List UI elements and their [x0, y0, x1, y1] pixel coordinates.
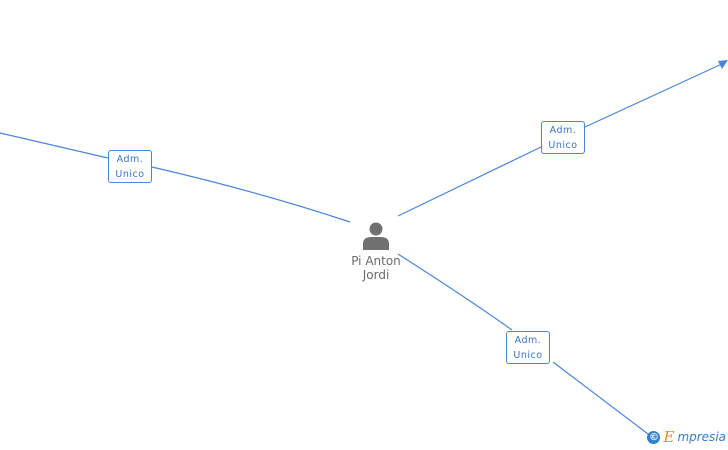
person-icon: [363, 222, 389, 250]
edge-left: [0, 132, 109, 159]
relation-role-type: Unico: [548, 139, 578, 151]
relation-role-type: Unico: [513, 349, 543, 361]
brand-name: mpresia: [677, 430, 726, 444]
arrow-head-top-right: [718, 60, 728, 69]
edge-top-right-inner: [397, 146, 542, 217]
edge-left-inner: [151, 166, 351, 223]
relation-role: Adm.: [549, 124, 577, 136]
copyright-icon: ©: [647, 430, 661, 444]
person-node[interactable]: Pi Anton Jordi: [340, 220, 412, 282]
person-name-line2: Jordi: [362, 268, 390, 282]
person-name: Pi Anton Jordi: [340, 254, 412, 282]
relation-label-left[interactable]: Adm. Unico: [108, 150, 152, 183]
edge-bottom-right-inner: [397, 253, 513, 331]
relation-role: Adm.: [116, 153, 144, 165]
brand-logo-letter: E: [663, 428, 675, 446]
person-name-line1: Pi Anton: [351, 254, 401, 268]
edge-top-right: [584, 62, 725, 128]
edge-bottom-right: [552, 361, 653, 438]
relation-role: Adm.: [514, 334, 542, 346]
relation-label-bottom-right[interactable]: Adm. Unico: [506, 331, 550, 364]
relation-role-type: Unico: [115, 168, 145, 180]
relation-label-top-right[interactable]: Adm. Unico: [541, 121, 585, 154]
